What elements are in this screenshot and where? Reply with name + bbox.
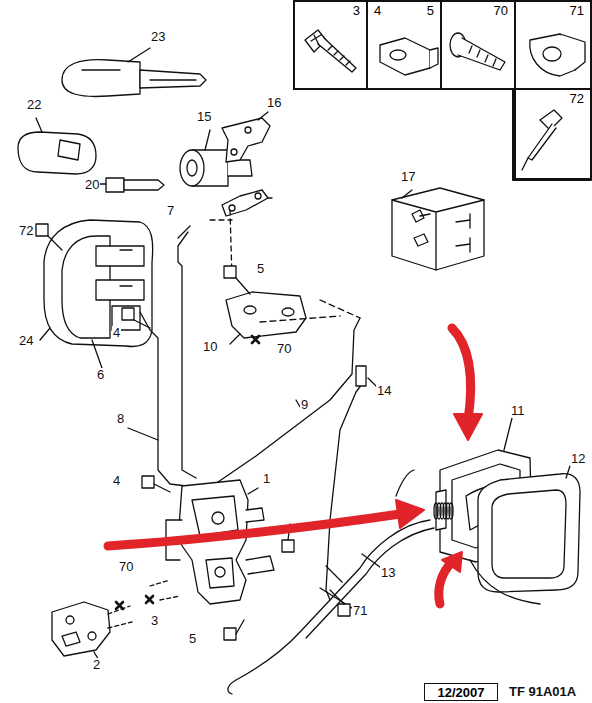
red-arrowheads [396, 414, 482, 572]
callout-number: 17 [400, 170, 416, 184]
part-cell: 71 [514, 0, 592, 90]
screw-kit-17 [392, 188, 484, 270]
part-cell: 72 [514, 88, 592, 180]
callout-number: 15 [196, 110, 212, 124]
striker-2 [52, 602, 132, 662]
clip-71 [530, 34, 585, 76]
cable-13 [228, 520, 430, 694]
callout-number: 14 [376, 384, 392, 398]
bezel-12 [470, 466, 580, 604]
callout-number: 3 [150, 614, 159, 628]
callout-number: 72 [18, 224, 34, 238]
callout-number: 13 [380, 566, 396, 580]
part-cell: 45 [366, 0, 442, 90]
callout-number: 24 [18, 334, 34, 348]
rivet-72 [522, 110, 562, 170]
date-text: 12/2007 [438, 685, 485, 700]
coil-turn [449, 503, 453, 519]
callout-number: 10 [202, 340, 218, 354]
callout-number: 22 [26, 98, 42, 112]
callout-number: 9 [300, 398, 309, 412]
callout-number: 70 [118, 560, 134, 574]
drawing-reference: TF 91A01A [508, 685, 577, 699]
part-number: 71 [569, 4, 585, 18]
callout-number: 5 [256, 262, 265, 276]
part-number: 5 [426, 4, 435, 18]
part-number: 4 [373, 4, 382, 18]
part-number: 72 [569, 92, 585, 106]
callout-number: 20 [84, 178, 100, 192]
screw-3 [305, 30, 356, 72]
callout-number: 70 [276, 342, 292, 356]
cross-marks [116, 336, 259, 609]
part-number: 70 [493, 4, 509, 18]
key-blade-20 [98, 178, 164, 192]
spring-coil [434, 503, 453, 519]
handle-bracket-10 [226, 292, 306, 344]
outside-handle-24 [40, 220, 153, 368]
part-cell: 70 [440, 0, 516, 90]
callout-number: 6 [96, 368, 105, 382]
rod-8 [140, 312, 186, 486]
callout-number: 7 [166, 204, 175, 218]
callout-number: 2 [92, 658, 101, 672]
callout-number: 12 [570, 452, 586, 466]
red-arrows [108, 328, 471, 604]
table-frame [513, 90, 591, 180]
screw-70 [450, 33, 505, 70]
callout-number: 16 [266, 96, 282, 110]
key-23 [62, 48, 206, 96]
rod-7 [178, 232, 196, 478]
callout-number: 8 [116, 412, 125, 426]
remote-22 [18, 118, 96, 174]
bracket-16 [222, 112, 270, 162]
clip-4-5 [380, 38, 438, 75]
rod-9 [218, 318, 360, 482]
callout-number: 1 [262, 472, 271, 486]
callout-number: 4 [112, 326, 121, 340]
callout-leaders [48, 236, 344, 634]
rods [128, 210, 434, 694]
part-cell: 3 [293, 0, 368, 90]
callout-number: 71 [352, 604, 368, 618]
callout-number: 5 [188, 632, 197, 646]
part-number: 3 [352, 4, 361, 18]
callout-number: 11 [510, 404, 526, 418]
date-box: 12/2007 [424, 683, 498, 701]
callout-number: 23 [150, 30, 166, 44]
rod-14 [326, 366, 362, 600]
callout-squares [36, 224, 350, 640]
callout-number: 4 [112, 474, 121, 488]
